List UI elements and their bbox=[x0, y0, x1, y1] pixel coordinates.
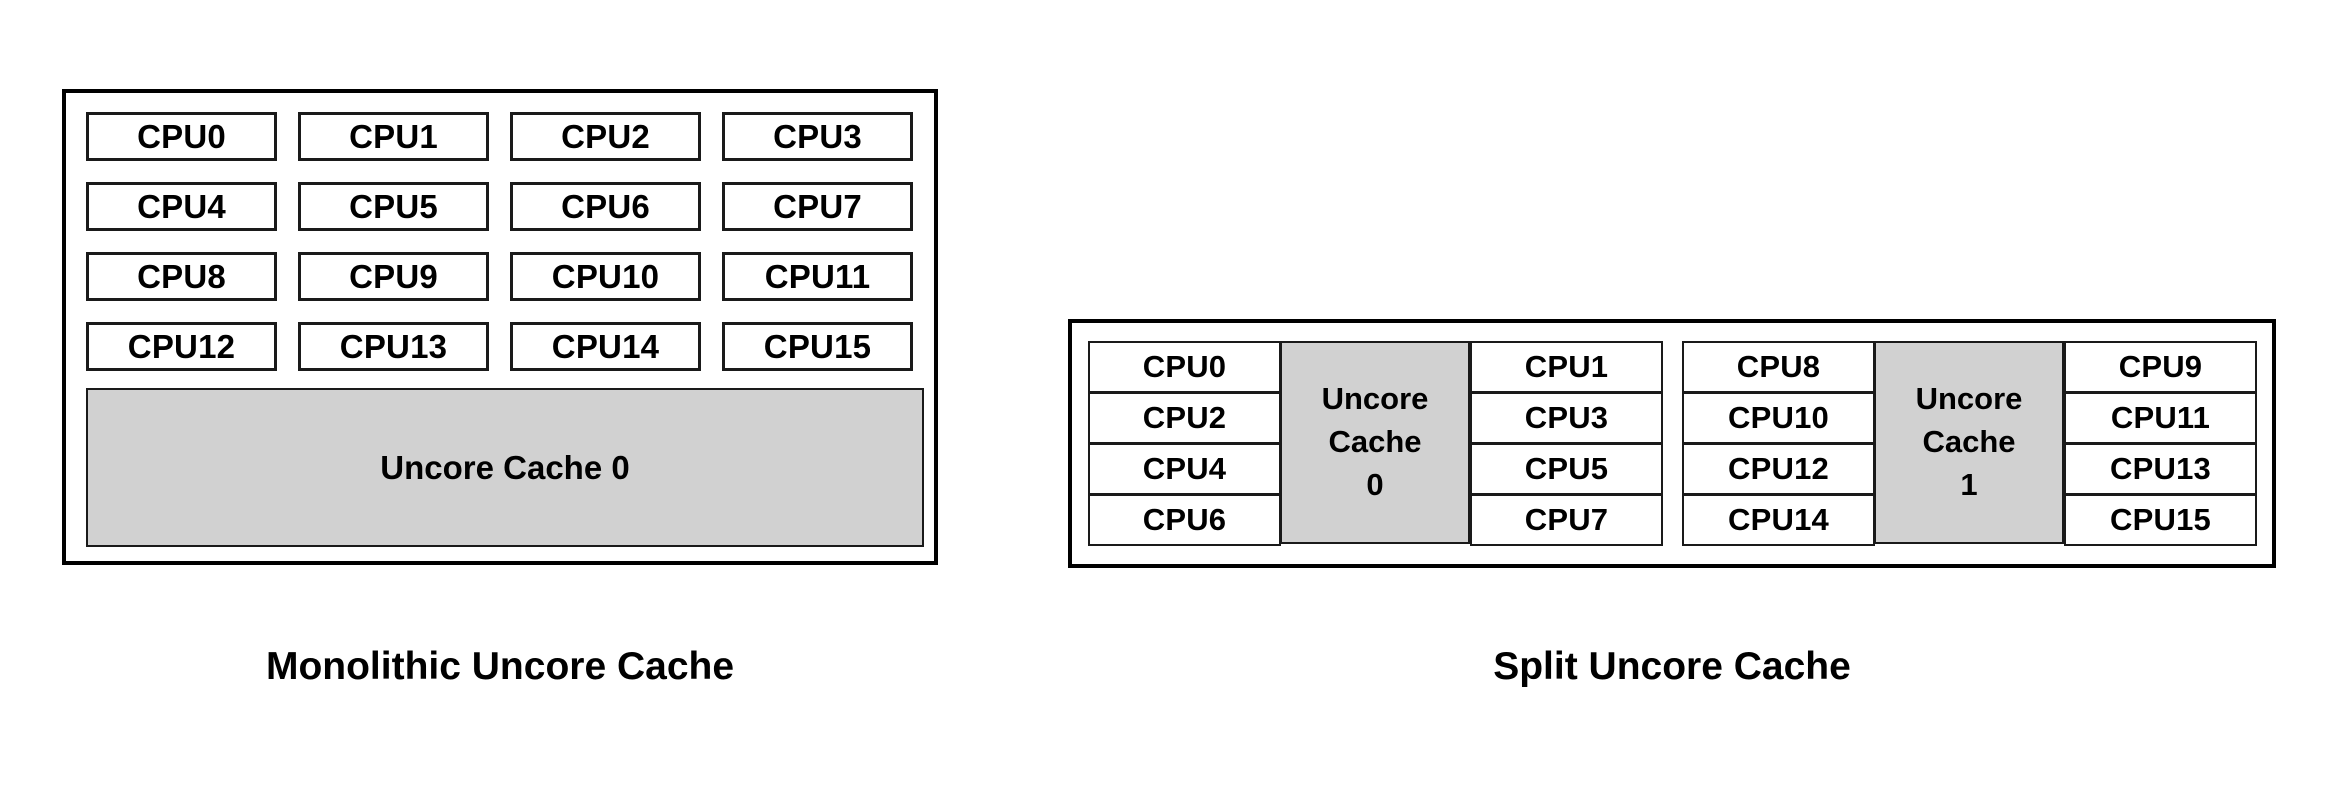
cpu-box: CPU2 bbox=[1088, 392, 1281, 444]
figure-caption-monolithic: Monolithic Uncore Cache bbox=[265, 645, 735, 688]
uncore-cache-block: Uncore Cache 0 bbox=[86, 388, 924, 547]
cpu-box: CPU7 bbox=[1470, 494, 1663, 546]
cache-label-line: Cache bbox=[1922, 424, 2016, 460]
cpu-box: CPU3 bbox=[1470, 392, 1663, 444]
cpu-box: CPU13 bbox=[2064, 443, 2257, 495]
cache-label-line: Cache bbox=[1328, 424, 1422, 460]
cache-label-line: Uncore bbox=[1915, 381, 2023, 417]
cpu-box: CPU15 bbox=[722, 322, 913, 371]
cache-label-line: Uncore bbox=[1321, 381, 1429, 417]
cpu-box: CPU5 bbox=[298, 182, 489, 231]
cpu-box: CPU11 bbox=[722, 252, 913, 301]
cpu-box: CPU1 bbox=[1470, 341, 1663, 393]
figure-monolithic-uncore-cache: CPU0 CPU1 CPU2 CPU3 CPU4 CPU5 CPU6 CPU7 … bbox=[0, 0, 1000, 802]
cpu-box: CPU0 bbox=[86, 112, 277, 161]
cpu-box: CPU10 bbox=[1682, 392, 1875, 444]
cpu-box: CPU4 bbox=[1088, 443, 1281, 495]
cpu-box: CPU15 bbox=[2064, 494, 2257, 546]
cpu-box: CPU14 bbox=[1682, 494, 1875, 546]
cpu-box: CPU8 bbox=[1682, 341, 1875, 393]
cpu-box: CPU14 bbox=[510, 322, 701, 371]
cpu-box: CPU11 bbox=[2064, 392, 2257, 444]
cpu-box: CPU6 bbox=[510, 182, 701, 231]
cpu-box: CPU2 bbox=[510, 112, 701, 161]
cpu-box: CPU7 bbox=[722, 182, 913, 231]
figure-caption-split: Split Uncore Cache bbox=[1493, 645, 1851, 688]
cpu-box: CPU10 bbox=[510, 252, 701, 301]
cache-label-line: 0 bbox=[1366, 466, 1384, 502]
cpu-box: CPU9 bbox=[2064, 341, 2257, 393]
cpu-box: CPU0 bbox=[1088, 341, 1281, 393]
cpu-box: CPU6 bbox=[1088, 494, 1281, 546]
cpu-box: CPU8 bbox=[86, 252, 277, 301]
cpu-box: CPU12 bbox=[86, 322, 277, 371]
cpu-box: CPU9 bbox=[298, 252, 489, 301]
cpu-box: CPU4 bbox=[86, 182, 277, 231]
cpu-box: CPU13 bbox=[298, 322, 489, 371]
cpu-box: CPU12 bbox=[1682, 443, 1875, 495]
uncore-cache-block: Uncore Cache 1 bbox=[1874, 341, 2064, 544]
cache-label-line: 1 bbox=[1960, 466, 1978, 502]
cpu-box: CPU1 bbox=[298, 112, 489, 161]
uncore-cache-block: Uncore Cache 0 bbox=[1280, 341, 1470, 544]
cpu-box: CPU5 bbox=[1470, 443, 1663, 495]
cpu-box: CPU3 bbox=[722, 112, 913, 161]
